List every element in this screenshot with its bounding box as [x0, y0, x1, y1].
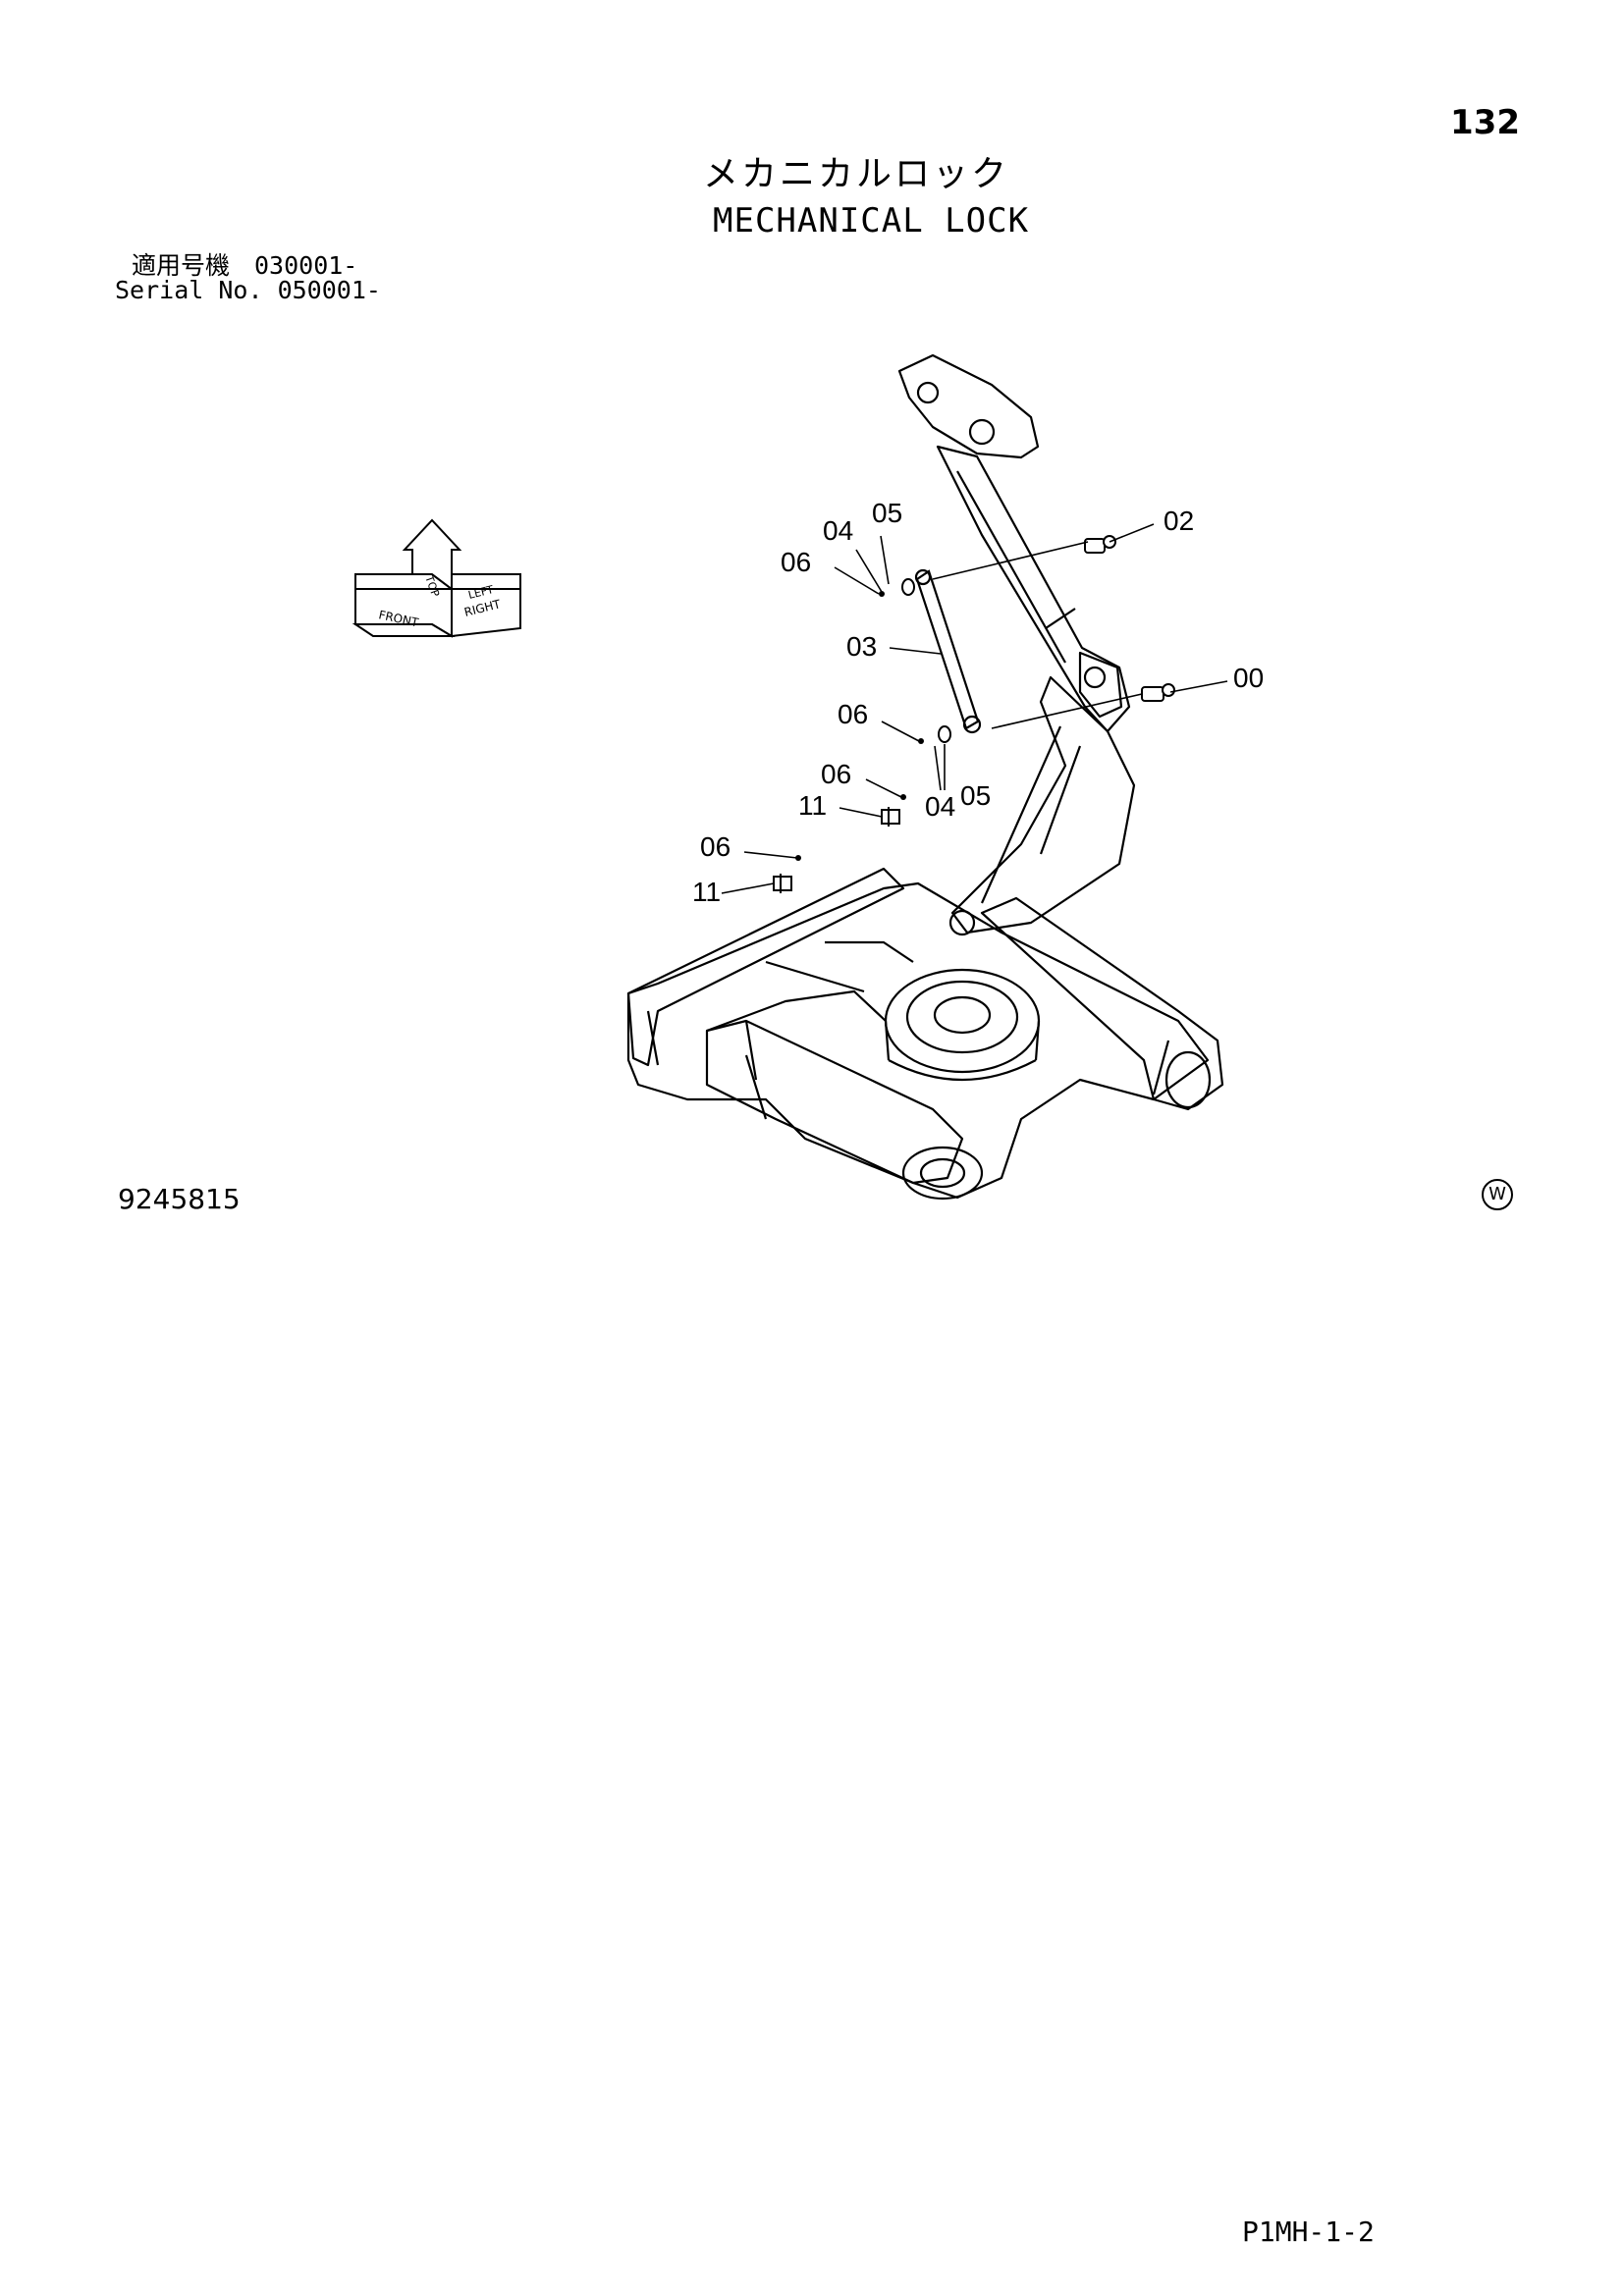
callout-11-lower: 11 — [692, 877, 721, 907]
page-number: 132 — [1450, 103, 1520, 142]
callout-06-lower: 06 — [700, 831, 731, 862]
callout-11-upper: 11 — [798, 790, 827, 821]
page-code: P1MH-1-2 — [1242, 2216, 1375, 2248]
callout-04-upper: 04 — [823, 515, 853, 546]
serial-number-line: Serial No. 050001- — [115, 276, 381, 304]
bracket-11-upper-icon — [881, 807, 900, 827]
callout-02: 02 — [1164, 506, 1194, 536]
bracket-11-lower-icon — [773, 874, 792, 893]
callout-05-lower: 05 — [960, 780, 991, 811]
machine-drawing — [626, 353, 1224, 1201]
leader-lines — [721, 523, 1228, 894]
page-title: MECHANICAL LOCK — [713, 201, 1030, 240]
page-title-jp: メカニカルロック — [703, 154, 1010, 194]
orientation-left-label: LEFT — [467, 583, 496, 602]
orientation-indicator-icon: FRONT TOP RIGHT LEFT — [352, 518, 521, 638]
w-mark-icon: W — [1482, 1179, 1513, 1210]
callout-labels: 02 05 04 06 03 00 06 04 05 06 11 06 11 — [692, 498, 1264, 907]
pin-00-icon — [1141, 683, 1175, 702]
callout-04-lower: 04 — [925, 791, 955, 822]
callout-00: 00 — [1233, 663, 1264, 693]
snap-pin-dots — [795, 591, 924, 861]
callout-06-middle: 06 — [838, 699, 868, 729]
drawing-number: 9245815 — [118, 1183, 241, 1215]
callout-03: 03 — [846, 631, 877, 662]
applicable-machine-line: 適用号機 030001- — [132, 251, 358, 280]
lock-rod — [914, 568, 982, 734]
washer-icons — [901, 578, 951, 743]
pin-02-icon — [1084, 535, 1116, 554]
callout-06-upper: 06 — [781, 547, 811, 577]
callout-05-upper: 05 — [872, 498, 902, 528]
callout-06-bracket: 06 — [821, 759, 851, 789]
